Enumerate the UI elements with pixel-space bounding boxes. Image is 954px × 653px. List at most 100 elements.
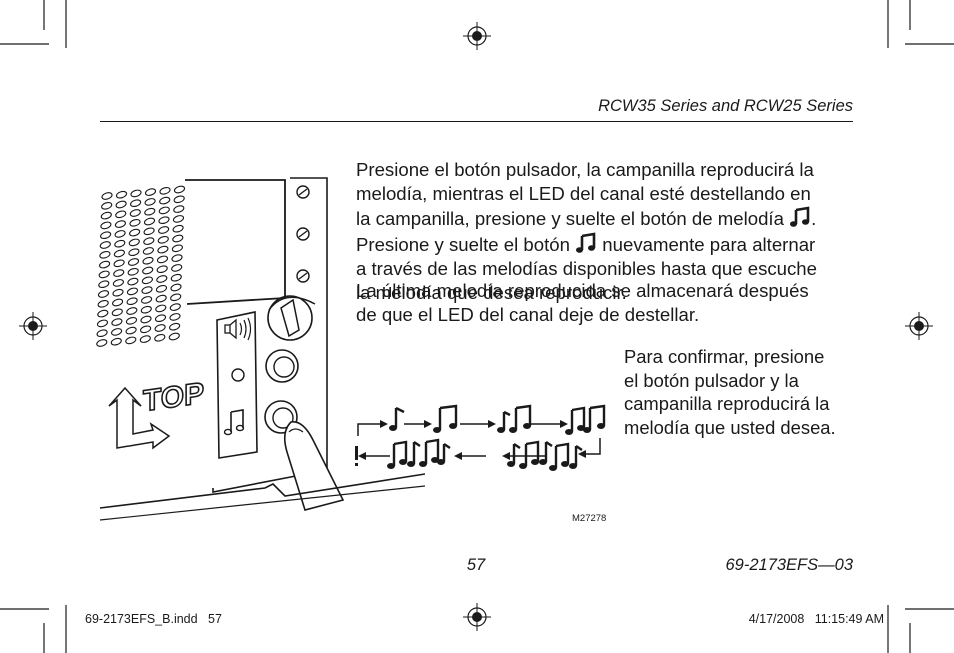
grille-hole [126,287,139,296]
paragraph-line: Presione y suelte el botón nuevamente pa… [356,232,816,255]
figure-caption: Para confirmar, presione el botón pulsad… [624,345,864,439]
grille-hole [125,326,137,335]
grille-hole [142,256,154,265]
grille-hole [130,199,142,208]
grille-hole [169,322,181,331]
grille-hole [96,339,108,347]
grille-hole [100,231,112,240]
speaker-grille [96,185,186,347]
caption-line: melodía que usted desea. [624,416,836,438]
slug-timestamp: 4/17/2008 11:15:49 AM [748,612,884,626]
grille-hole [159,186,171,195]
grille-hole [113,249,125,258]
melody-sequence-diagram [355,404,606,471]
grille-hole [115,210,127,219]
grille-hole [157,245,169,254]
grille-hole [158,216,170,225]
paragraph-line: Presione el botón pulsador, la campanill… [356,159,814,180]
grille-hole [99,250,111,259]
grille-hole [114,230,126,238]
caption-line: Para confirmar, presione [624,346,825,367]
registration-mark-icon [19,312,47,340]
grille-hole [112,298,124,307]
grille-hole [113,259,125,268]
grille-hole [96,319,109,328]
grille-hole [144,188,157,196]
grille-hole [129,209,141,217]
registration-mark-icon [463,22,491,50]
grille-hole [168,332,180,341]
grille-hole [142,266,154,275]
paragraph-line: La última melodía reproducida se almacen… [356,280,809,301]
document-number: 69-2173EFS—03 [725,556,854,574]
grille-hole [171,264,183,272]
grille-hole [110,337,122,346]
grille-hole [99,241,111,249]
memory-paragraph: La última melodía reproducida se almacen… [356,279,856,327]
paragraph-line: a través de las melodías disponibles has… [356,257,817,279]
grille-hole [157,235,169,244]
paragraph-line: de que el LED del canal deje de destella… [356,304,700,326]
grille-hole [142,247,154,255]
grille-hole [140,325,152,334]
grille-hole [172,224,184,233]
grille-hole [97,299,109,308]
registration-mark-icon [905,312,933,340]
grille-hole [155,284,168,293]
grille-hole [140,305,152,314]
grille-hole [170,283,182,292]
grille-hole [128,238,140,247]
grille-hole [173,195,185,204]
grille-hole [155,294,167,303]
grille-hole [173,185,186,194]
grille-hole [129,218,141,227]
grille-hole [156,265,168,274]
grille-hole [114,220,126,228]
grille-hole [100,211,112,220]
instruction-paragraph: Presione el botón pulsador, la campanill… [356,158,856,305]
grille-hole [154,324,166,332]
running-header: RCW35 Series and RCW25 Series [598,97,853,115]
grille-hole [156,275,168,283]
grille-hole [111,318,123,326]
paragraph-line: la melodía que desea reproducir. [356,282,627,304]
caption-line: el botón pulsador y la [624,369,799,391]
grille-hole [99,260,111,269]
grille-hole [125,316,138,325]
grille-hole [144,198,156,206]
grille-hole [127,267,139,276]
chime-device-illustration: TOP [96,177,425,521]
paragraph-line: la campanilla, presione y suelte el botó… [356,206,817,230]
grille-hole [126,307,138,315]
grille-hole [125,336,137,345]
grille-hole [171,244,183,253]
grille-hole [101,201,113,210]
grille-hole [100,221,112,230]
page-number: 57 [466,556,486,574]
grille-hole [139,335,151,343]
grille-hole [115,190,128,199]
grille-hole [97,309,109,318]
paragraph-line: melodía, mientras el LED del canal esté … [356,183,811,205]
grille-hole [130,189,142,198]
figure-code: M27278 [572,513,607,524]
grille-hole [172,234,184,243]
grille-hole [98,270,110,279]
grille-hole [144,207,156,216]
grille-hole [115,200,127,209]
grille-hole [111,328,123,336]
grille-hole [111,308,123,317]
header-rule [100,121,853,123]
grille-hole [155,304,167,313]
grille-hole [96,329,108,338]
grille-hole [173,205,185,213]
grille-hole [141,296,153,304]
grille-hole [158,226,170,234]
grille-hole [143,227,155,236]
grille-hole [127,277,139,286]
grille-hole [141,286,153,294]
grille-hole [112,279,124,287]
grille-hole [113,269,125,277]
top-label: TOP [143,377,204,418]
